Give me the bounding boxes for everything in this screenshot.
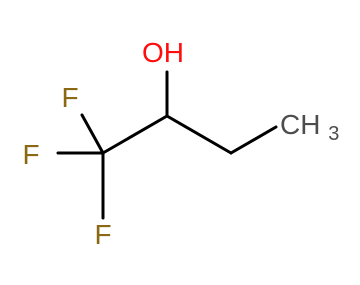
fluorine-upper-label: F [61,82,78,113]
bond-choh-to-ch2 [165,114,233,155]
fluorine-left-label: F [22,139,39,170]
methyl-subscript: 3 [328,123,339,145]
bond-ch2-to-ch3 [229,125,278,155]
bond-cf3-to-choh [101,114,169,155]
bond-group [56,70,278,220]
hydroxyl-label: OH [142,37,184,68]
bond-cf3-to-f-upper [80,113,105,155]
methyl-ch-text: CH [280,109,320,140]
methyl-label: CH 3 [280,109,339,145]
fluorine-lower-label: F [94,219,111,250]
